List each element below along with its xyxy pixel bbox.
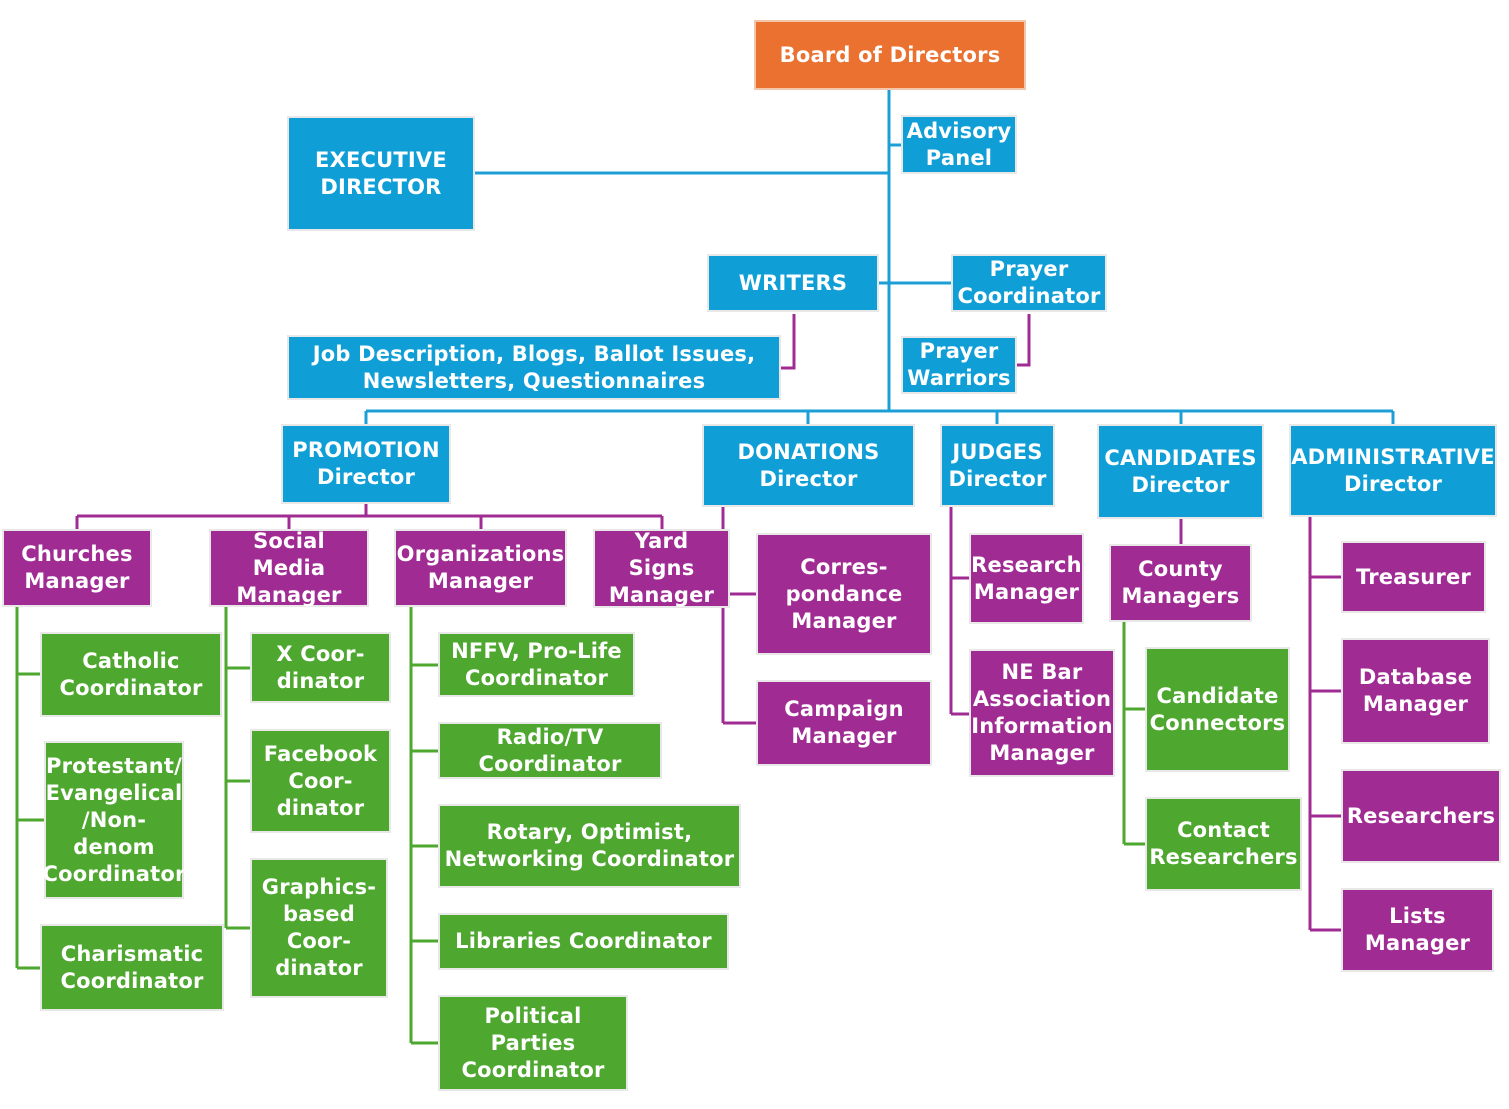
writing-topics-box: Job Description, Blogs, Ballot Issues, N…: [287, 335, 781, 400]
candidate-connectors-box: Candidate Connectors: [1145, 647, 1290, 772]
research-manager-box: Research Manager: [969, 533, 1084, 624]
radio-tv-coordinator-box: Radio/TV Coordinator: [438, 722, 662, 779]
political-parties-coordinator-box: Political Parties Coordinator: [438, 995, 628, 1091]
correspondance-manager-box: Corres- pondance Manager: [756, 533, 932, 655]
catholic-coordinator-box: Catholic Coordinator: [40, 632, 222, 717]
donations-director-box: DONATIONS Director: [702, 424, 915, 507]
prayer-warriors-link: [1017, 314, 1031, 367]
county-managers-box: County Managers: [1109, 544, 1252, 622]
executive-director-box: EXECUTIVE DIRECTOR: [287, 116, 475, 231]
researchers-box: Researchers: [1341, 769, 1501, 863]
judges-director-box: JUDGES Director: [940, 424, 1055, 507]
libraries-coordinator-box: Libraries Coordinator: [438, 913, 729, 970]
x-coordinator-box: X Coor- dinator: [250, 632, 391, 703]
promotion-director-box: PROMOTION Director: [281, 424, 451, 504]
contact-researchers-box: Contact Researchers: [1145, 797, 1302, 891]
protestant-coordinator-box: Protestant/ Evangelical /Non- denom Coor…: [43, 741, 185, 899]
campaign-manager-box: Campaign Manager: [756, 680, 932, 766]
churches-manager-box: Churches Manager: [2, 529, 152, 607]
candidates-director-box: CANDIDATES Director: [1097, 424, 1264, 519]
prayer-coordinator-box: Prayer Coordinator: [951, 254, 1107, 312]
writers-box: WRITERS: [707, 254, 879, 312]
administrative-director-box: ADMINISTRATIVE Director: [1289, 424, 1497, 517]
nffv-coordinator-box: NFFV, Pro-Life Coordinator: [438, 632, 635, 697]
database-manager-box: Database Manager: [1341, 638, 1490, 744]
treasurer-box: Treasurer: [1341, 541, 1486, 613]
rotary-coordinator-box: Rotary, Optimist, Networking Coordinator: [438, 804, 741, 888]
graphics-coordinator-box: Graphics- based Coor- dinator: [250, 858, 388, 998]
organizations-manager-box: Organizations Manager: [394, 529, 567, 607]
board-of-directors-box: Board of Directors: [754, 20, 1026, 90]
lists-manager-box: Lists Manager: [1341, 888, 1494, 972]
facebook-coordinator-box: Facebook Coor- dinator: [250, 729, 391, 833]
prayer-warriors-box: Prayer Warriors: [901, 336, 1017, 394]
charismatic-coordinator-box: Charismatic Coordinator: [40, 924, 224, 1011]
ne-bar-manager-box: NE Bar Association Information Manager: [969, 649, 1115, 777]
advisory-panel-box: Advisory Panel: [901, 115, 1017, 174]
social-media-manager-box: Social Media Manager: [209, 529, 369, 607]
yard-signs-manager-box: Yard Signs Manager: [593, 529, 730, 608]
writers-topics-link: [781, 314, 796, 370]
